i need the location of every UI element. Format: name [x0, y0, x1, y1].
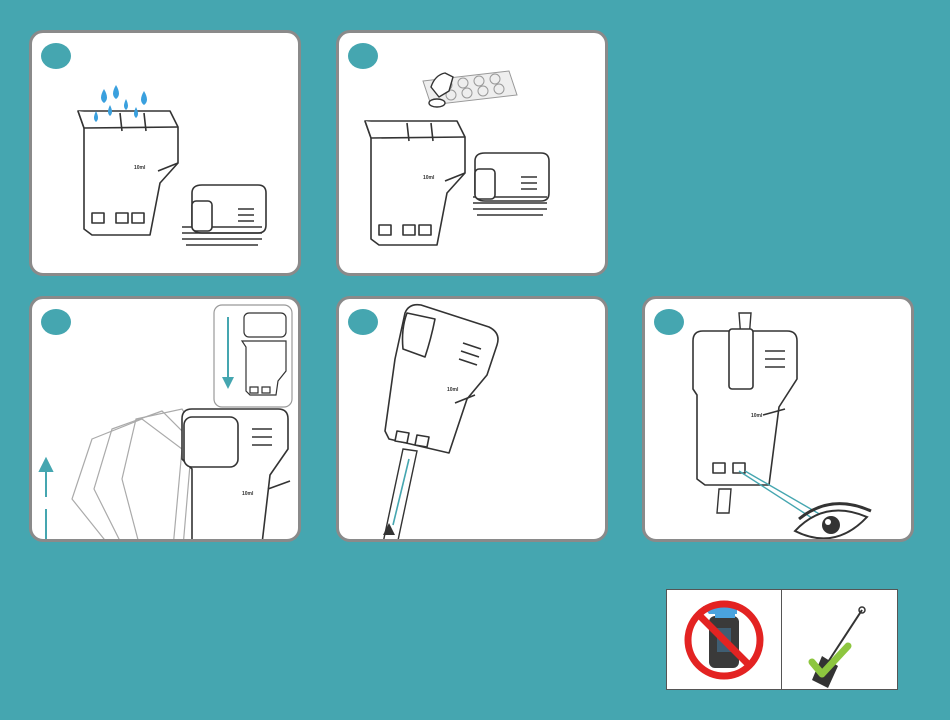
volume-mark: 10ml — [423, 175, 435, 181]
test-container — [182, 409, 290, 542]
step-4-illustration: 10ml — [339, 299, 608, 542]
no-spray-icon — [667, 590, 781, 689]
step-3-panel: 10ml — [29, 296, 301, 542]
step-3-illustration: 10ml — [32, 299, 301, 542]
care-instructions — [666, 589, 898, 690]
volume-mark: 10ml — [134, 165, 146, 171]
volume-mark: 10ml — [447, 387, 459, 393]
test-container — [693, 329, 797, 485]
brush-check-icon — [782, 590, 898, 689]
step-5-panel: 10ml — [642, 296, 914, 542]
step-2-panel: 10ml — [336, 30, 608, 276]
container-lid — [182, 185, 266, 245]
inset-close-lid — [214, 305, 292, 407]
step-1-illustration: 10ml — [32, 33, 301, 276]
test-container — [365, 121, 465, 245]
volume-mark: 10ml — [242, 491, 254, 497]
eye-icon — [795, 504, 871, 539]
container-lid — [473, 153, 549, 215]
arrow-icon — [40, 459, 52, 542]
test-container — [78, 111, 178, 235]
step-2-illustration: 10ml — [339, 33, 608, 276]
volume-mark: 10ml — [751, 413, 763, 419]
step-5-illustration: 10ml — [645, 299, 914, 542]
test-container — [385, 305, 498, 453]
step-1-panel: 10ml — [29, 30, 301, 276]
step-4-panel: 10ml — [336, 296, 608, 542]
